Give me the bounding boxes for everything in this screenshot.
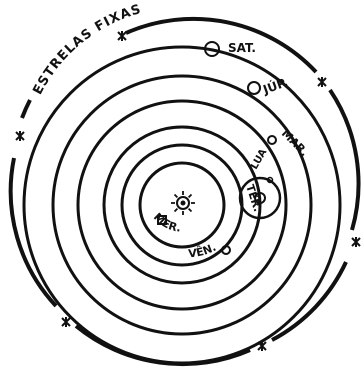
star-icon <box>318 77 326 87</box>
earth-label: TER. <box>243 183 264 214</box>
fixed-stars-sphere <box>11 19 359 364</box>
saturn-label: SAT. <box>228 41 256 55</box>
star-icon <box>16 131 24 141</box>
sun-icon <box>171 191 195 215</box>
moon-label: LUA <box>249 147 269 171</box>
mars-label: MAR. <box>279 127 311 159</box>
star-icon <box>62 317 70 327</box>
star-icon <box>118 31 126 41</box>
jupiter-planet <box>248 82 260 94</box>
mars-planet <box>268 136 276 144</box>
mercury-label: MER. <box>151 210 181 234</box>
fixed-stars-label: ESTRELAS FIXAS <box>30 2 143 97</box>
star-icon <box>352 237 360 247</box>
